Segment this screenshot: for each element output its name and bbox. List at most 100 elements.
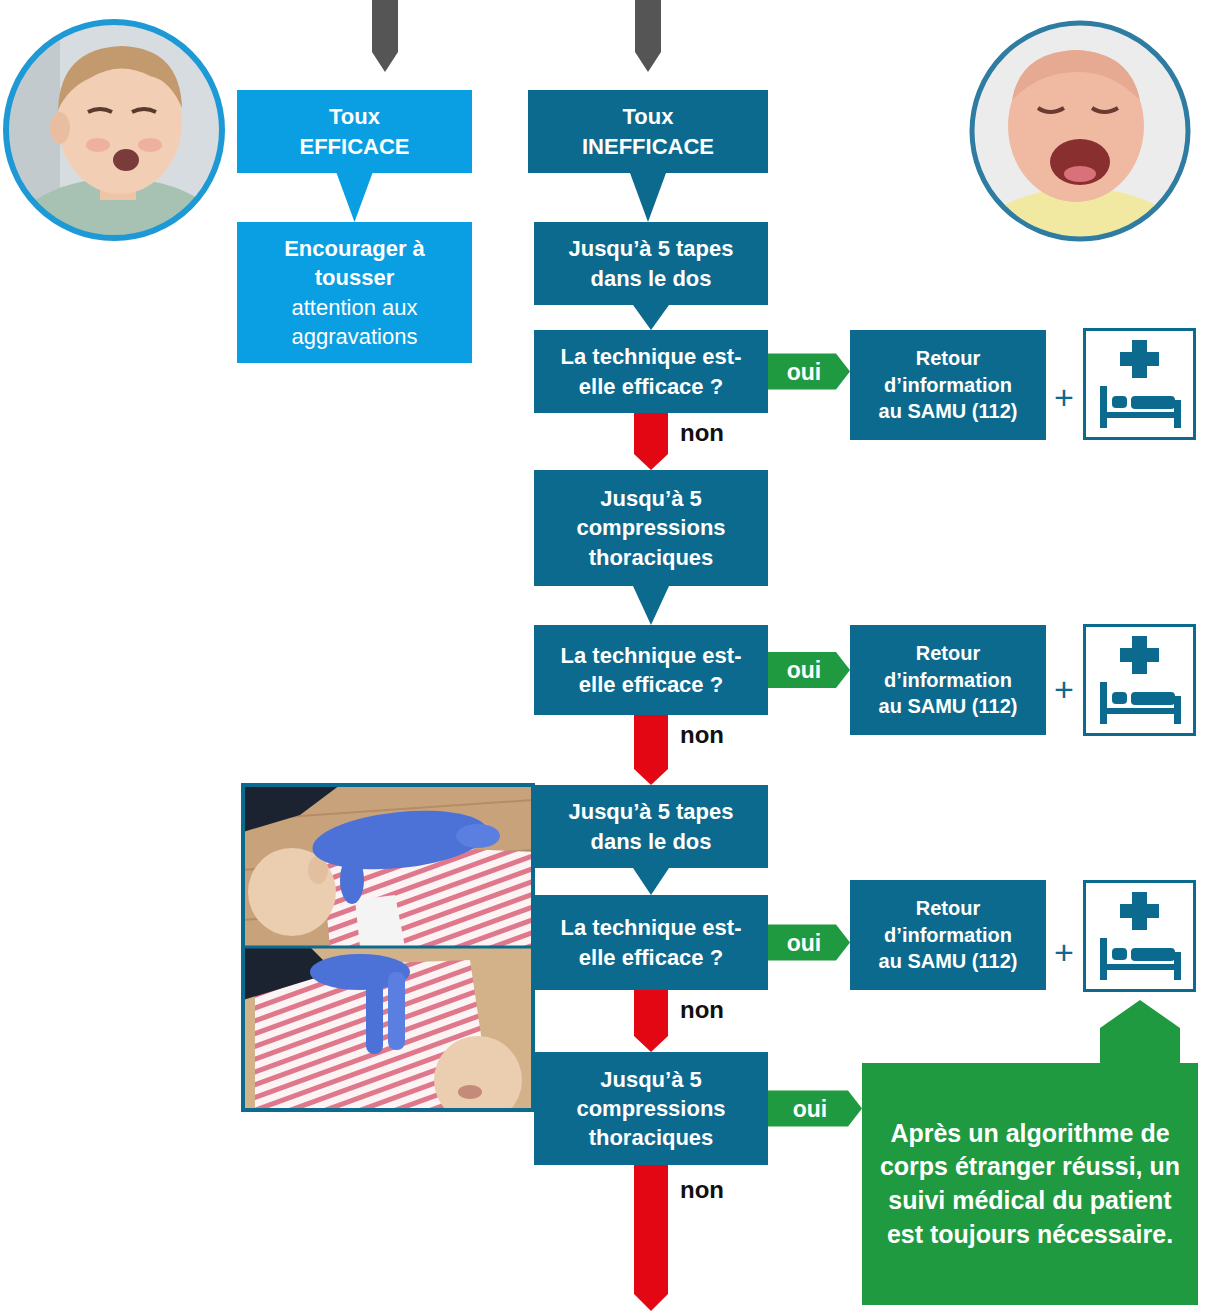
node-body-text: attention aux aggravations bbox=[249, 293, 460, 351]
baby-photo-part-part bbox=[1092, 108, 1118, 112]
chest-compression-photo-part-part bbox=[458, 1085, 482, 1099]
no-label: non bbox=[680, 1178, 724, 1202]
back-blow-photo-part-part bbox=[243, 785, 340, 832]
note-box: Après un algorithme de corps étranger ré… bbox=[862, 1063, 1198, 1305]
hospital-bed-icon-part bbox=[1120, 904, 1159, 918]
no-arrow bbox=[634, 715, 668, 785]
hospital-bed-icon-part bbox=[1131, 692, 1175, 705]
hospital-bed-icon-part bbox=[1100, 964, 1181, 970]
yes-label: oui bbox=[768, 1091, 852, 1127]
flow-arrow bbox=[630, 173, 666, 222]
child-photo-part bbox=[6, 22, 222, 238]
node-text: Après un algorithme de corps étranger ré… bbox=[874, 1117, 1186, 1252]
report-box: Retour d’information au SAMU (112) bbox=[850, 330, 1046, 440]
action-box: Encourager à tousserattention aux aggrav… bbox=[237, 222, 472, 363]
hospital-bed-icon-part bbox=[1120, 648, 1159, 662]
failure-arrow bbox=[634, 1165, 668, 1311]
baby-photo-part-part bbox=[1064, 166, 1096, 182]
decision-box: La technique est-elle efficace ? bbox=[534, 625, 768, 715]
no-arrow bbox=[634, 990, 668, 1052]
hospital-bed-icon-part bbox=[1100, 938, 1107, 980]
yes-arrow bbox=[768, 925, 850, 961]
baby-photo-part bbox=[972, 23, 1188, 239]
report-box: Retour d’information au SAMU (112) bbox=[850, 880, 1046, 990]
back-blow-photo-part bbox=[243, 785, 533, 947]
hospital-bed-icon-part bbox=[1100, 682, 1107, 724]
hospital-bed-icon-part bbox=[1085, 882, 1195, 991]
baby-photo-part-part bbox=[1050, 139, 1110, 185]
flow-arrow bbox=[633, 305, 669, 330]
plus-sign: + bbox=[1054, 672, 1074, 706]
hospital-bed-icon-part bbox=[1100, 386, 1107, 428]
hospital-bed-icon-part bbox=[1131, 948, 1175, 961]
yes-label: oui bbox=[768, 652, 840, 688]
child-photo bbox=[0, 20, 233, 322]
node-text: La technique est-elle efficace ? bbox=[546, 342, 756, 400]
hospital-bed-icon-part bbox=[1112, 948, 1127, 960]
no-arrow bbox=[634, 413, 668, 470]
flow-arrow bbox=[633, 586, 669, 625]
incoming-arrow-part bbox=[372, 0, 398, 72]
hospital-bed-icon bbox=[1085, 626, 1195, 735]
action-box: Jusqu’à 5 compressions thoraciques bbox=[534, 470, 768, 586]
child-photo-part-part bbox=[58, 46, 182, 110]
chest-compression-photo bbox=[243, 947, 533, 1124]
decision-box: La technique est-elle efficace ? bbox=[534, 895, 768, 990]
child-photo-part bbox=[0, 20, 233, 322]
node-text: Encourager à tousser bbox=[249, 234, 460, 292]
yes-arrow bbox=[768, 354, 850, 390]
baby-photo-part-part bbox=[1038, 108, 1064, 112]
hospital-bed-icon-part bbox=[1085, 330, 1195, 439]
hospital-bed-icon bbox=[1085, 330, 1195, 439]
yes-label: oui bbox=[768, 925, 840, 961]
chest-compression-photo-part bbox=[243, 947, 533, 1110]
node-text: La technique est-elle efficace ? bbox=[546, 641, 756, 699]
back-blow-photo-part-part bbox=[243, 785, 533, 947]
hospital-bed-icon-part bbox=[1131, 396, 1175, 409]
chest-compression-photo-part-part bbox=[366, 972, 383, 1054]
action-box: Jusqu’à 5 tapes dans le dos bbox=[534, 785, 768, 868]
chest-compression-photo-part-part bbox=[388, 972, 405, 1050]
no-label: non bbox=[680, 996, 724, 1025]
back-blow-photo-part-part bbox=[456, 824, 500, 848]
hospital-bed-icon bbox=[1085, 882, 1195, 991]
follow-up-arrow-part bbox=[1100, 1000, 1180, 1066]
plus-sign: + bbox=[1054, 935, 1074, 969]
decision-box: La technique est-elle efficace ? bbox=[534, 330, 768, 413]
child-photo-part-part bbox=[88, 109, 112, 112]
baby-photo bbox=[970, 20, 1192, 312]
baby-photo-part bbox=[970, 20, 1192, 312]
report-box: Retour d’information au SAMU (112) bbox=[850, 625, 1046, 735]
hospital-bed-icon-part bbox=[1085, 626, 1195, 735]
hospital-bed-icon-part bbox=[1100, 412, 1181, 418]
action-box: Jusqu’à 5 tapes dans le dos bbox=[534, 222, 768, 305]
node-text: Retour d’information au SAMU (112) bbox=[873, 640, 1023, 719]
back-blow-photo bbox=[243, 785, 533, 947]
no-label: non bbox=[680, 419, 724, 448]
back-blow-photo-part-part bbox=[248, 848, 336, 936]
flow-arrow bbox=[633, 868, 669, 895]
action-box: Jusqu’à 5 compressions thoraciques bbox=[534, 1052, 768, 1165]
node-text: Jusqu’à 5 tapes dans le dos bbox=[546, 234, 756, 292]
follow-up-arrow bbox=[1100, 1000, 1180, 1066]
back-blow-photo-part-part bbox=[340, 856, 364, 904]
node-text: Jusqu’à 5 compressions thoraciques bbox=[546, 1065, 756, 1152]
outcome-box: Toux EFFICACE bbox=[237, 90, 472, 173]
baby-photo-part-part bbox=[1008, 50, 1144, 202]
yes-arrow bbox=[768, 652, 850, 688]
baby-photo-part-part bbox=[1012, 50, 1140, 100]
child-photo-part-part bbox=[113, 149, 139, 171]
yes-arrow bbox=[768, 1091, 862, 1127]
child-photo-part-part bbox=[132, 109, 156, 112]
child-photo-part-part bbox=[86, 138, 110, 152]
hospital-bed-icon-part bbox=[1120, 352, 1159, 366]
node-text: Toux EFFICACE bbox=[280, 102, 430, 160]
plus-sign: + bbox=[1054, 380, 1074, 414]
node-text: Jusqu’à 5 tapes dans le dos bbox=[546, 797, 756, 855]
photo-frame-part bbox=[243, 946, 533, 949]
no-label: non bbox=[680, 721, 724, 750]
node-text: Jusqu’à 5 compressions thoraciques bbox=[546, 484, 756, 571]
back-blow-photo-part-part bbox=[355, 895, 405, 947]
yes-label: oui bbox=[768, 354, 840, 390]
